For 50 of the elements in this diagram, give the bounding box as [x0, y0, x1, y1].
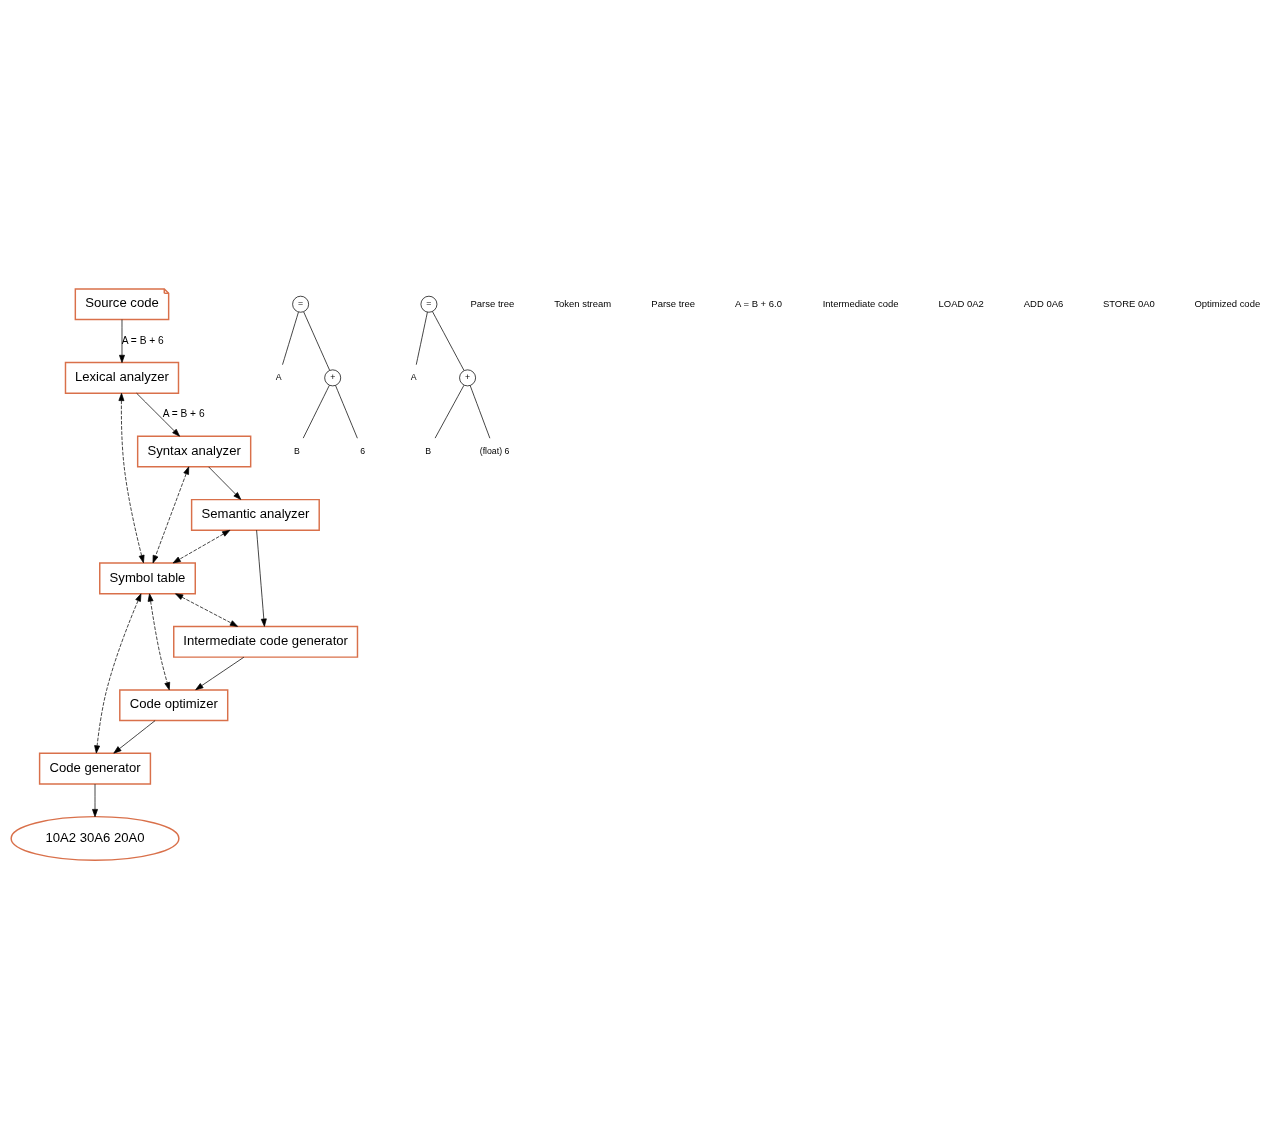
arrow: [152, 466, 190, 563]
node-text: B: [294, 445, 300, 456]
arrow: [256, 529, 267, 627]
arrow: [172, 529, 231, 563]
arrow: [118, 392, 145, 563]
node-text: A: [410, 371, 417, 382]
label: Parse tree: [470, 297, 515, 309]
connector: [303, 311, 331, 371]
connector: [434, 384, 465, 438]
node-circle: +: [324, 369, 342, 386]
arrow: [113, 719, 156, 753]
node-box: Code generator: [38, 752, 152, 785]
arrow: [136, 392, 180, 437]
edge-label: A = B + 6: [162, 407, 205, 419]
label: ADD 0A6: [1023, 297, 1064, 309]
node-box: Syntax analyzer: [136, 434, 252, 468]
node-box: Semantic analyzer: [190, 498, 320, 531]
arrow: [208, 466, 242, 500]
node-text: A: [275, 371, 282, 382]
node-box: Lexical analyzer: [64, 361, 180, 394]
label: LOAD 0A2: [938, 297, 984, 309]
arrow: [195, 656, 245, 690]
connector: [335, 384, 358, 439]
connector: [415, 311, 428, 365]
node-circle: =: [420, 295, 438, 313]
node-text: 6: [360, 445, 366, 456]
arrow: [94, 592, 142, 753]
label: Parse tree: [651, 297, 696, 309]
label: A = B + 6.0: [735, 297, 782, 309]
arrow: [92, 783, 98, 817]
node-circle: +: [459, 369, 476, 386]
connector: [282, 311, 299, 365]
node-box: Code optimizer: [119, 688, 229, 721]
node-text: (float) 6: [479, 445, 510, 456]
label: Intermediate code: [822, 297, 899, 309]
label: Token stream: [554, 297, 612, 309]
node-circle: =: [292, 295, 309, 313]
node-box: Symbol table: [99, 561, 196, 594]
node-ellipse: 10A2 30A6 20A0: [10, 815, 180, 861]
edge-label: A = B + 6: [121, 334, 164, 346]
connector: [302, 384, 330, 438]
arrow: [147, 593, 171, 690]
arrow: [119, 318, 125, 363]
label: Optimized code: [1194, 297, 1261, 309]
node-box: Intermediate code generator: [173, 625, 359, 658]
label: STORE 0A0: [1102, 297, 1155, 309]
connector: [469, 384, 491, 439]
arrow: [175, 592, 238, 627]
node-text: B: [425, 445, 432, 456]
connector: [432, 310, 465, 371]
